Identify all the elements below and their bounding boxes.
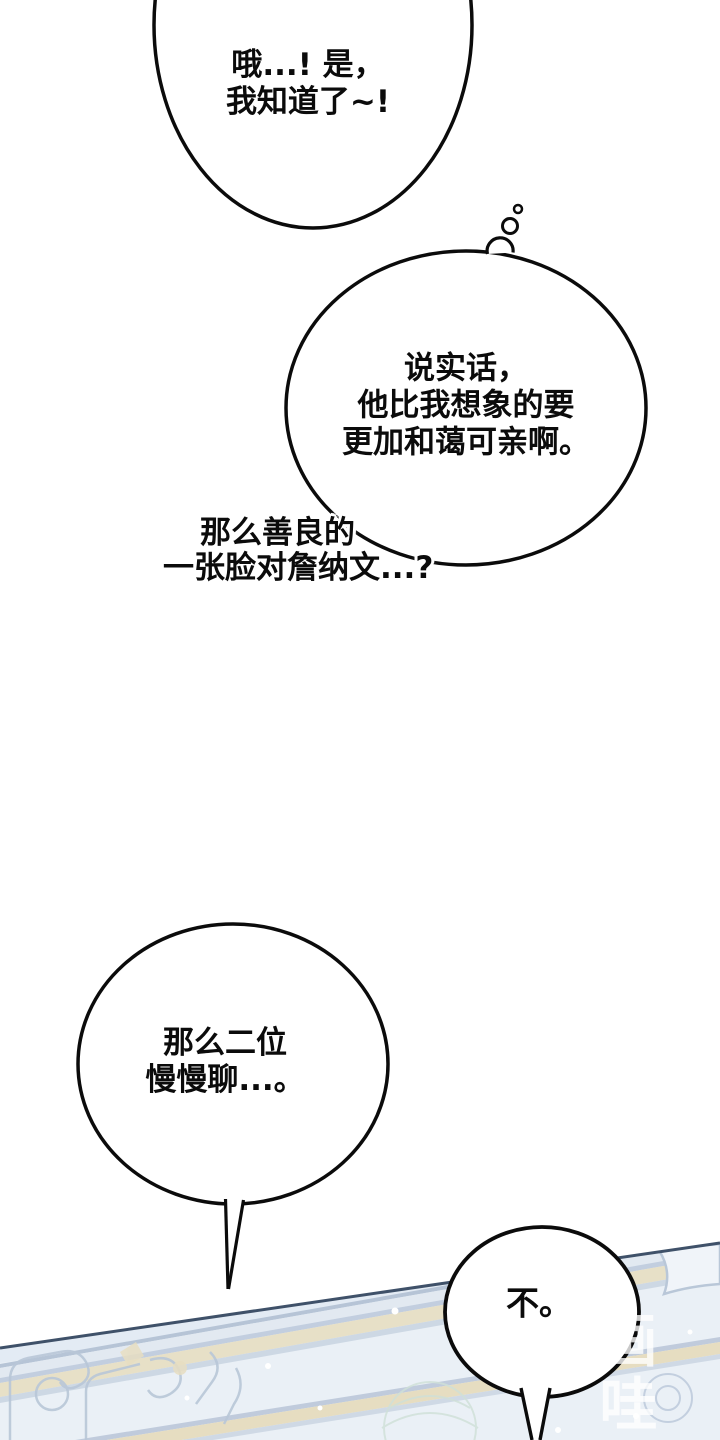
thought-text: 说实话， 他比我想象的要 更加和蔼可亲啊。 [342, 351, 590, 462]
refusal-line-1: 不。 [506, 1283, 572, 1323]
farewell-line-2: 慢慢聊...。 [145, 1062, 305, 1098]
top-speech-line-2: 我知道了~! [225, 84, 391, 120]
thought-dot-medium [501, 217, 519, 235]
narration-line-1: 那么善良的 [200, 515, 355, 551]
thought-dot-small [512, 203, 524, 215]
farewell-line-1: 那么二位 [163, 1025, 287, 1061]
farewell-text: 那么二位 慢慢聊...。 [145, 1025, 304, 1099]
left-ornament-accents [120, 1342, 187, 1375]
thought-line-2: 他比我想象的要 [357, 387, 575, 424]
left-ornament [8, 1349, 242, 1440]
farewell-bubble-outline [76, 922, 390, 1290]
top-speech-bubble-outline [152, 0, 474, 230]
refusal-text: 不。 [506, 1285, 572, 1322]
narration-line-2: 一张脸对詹纳文...? [163, 550, 434, 586]
top-speech-text: 哦...! 是， 我知道了~! [226, 47, 390, 121]
thought-bubble-outline [284, 203, 648, 567]
refusal-bubble-outline [443, 1225, 641, 1440]
sparkle-dots [184, 1307, 693, 1433]
thought-line-1: 说实话， [404, 350, 528, 387]
center-foliage [381, 1381, 479, 1440]
thought-line-3: 更加和蔼可亲啊。 [342, 424, 590, 461]
thought-bubble-bump [485, 236, 515, 255]
top-speech-line-1: 哦...! 是， [231, 47, 385, 83]
